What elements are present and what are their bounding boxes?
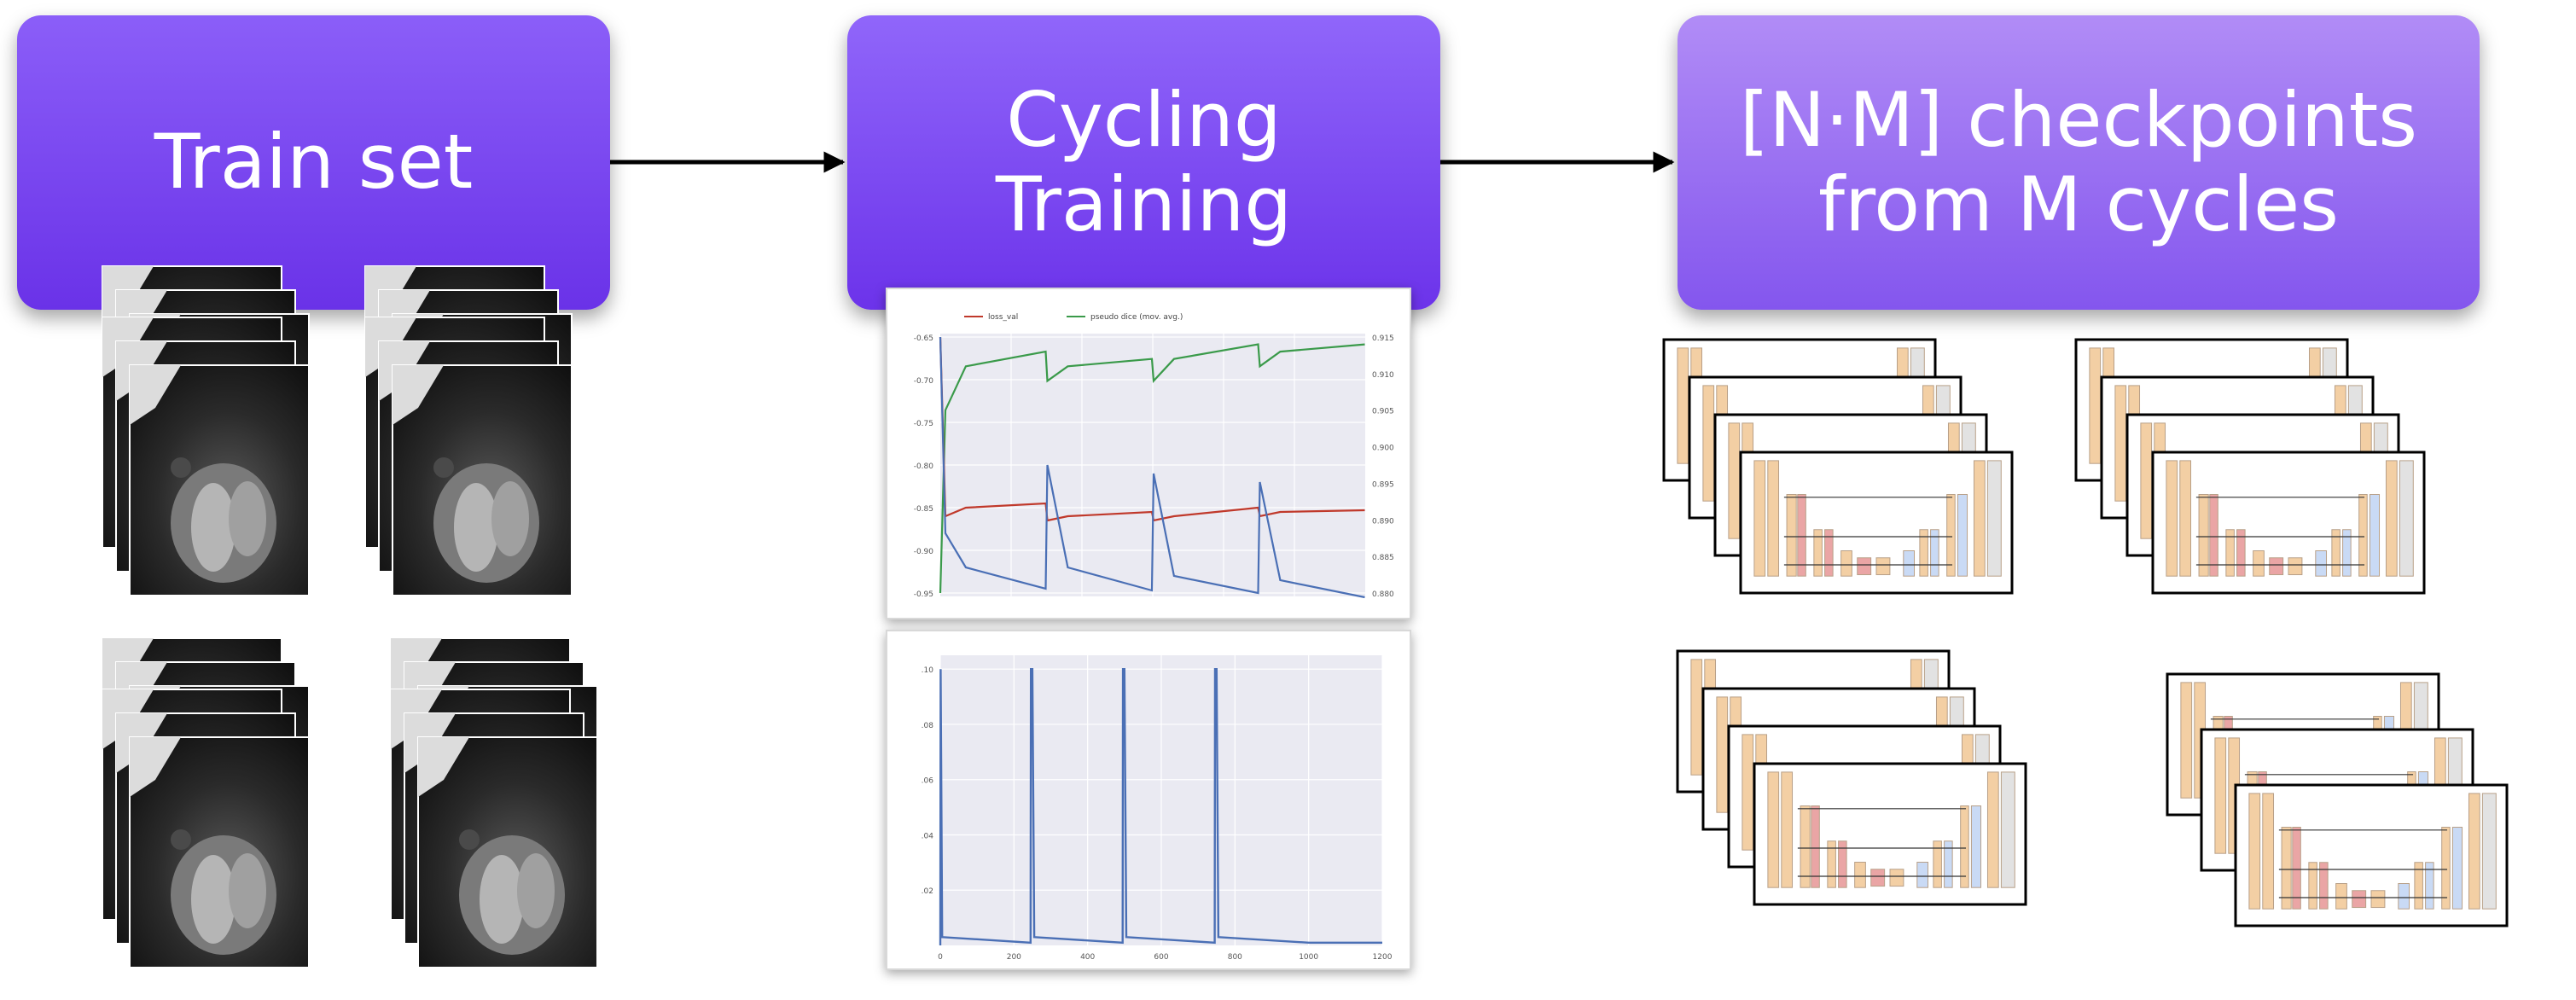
checkpoint-stack (1662, 338, 2014, 595)
left-tick-label: -0.90 (914, 548, 934, 556)
x-tick-label: 600 (1154, 953, 1168, 962)
y-tick-label: .06 (922, 777, 934, 786)
cycling-training-box: Cycling Training (847, 15, 1440, 310)
right-tick-label: 0.885 (1372, 554, 1394, 562)
x-tick-label: 800 (1228, 953, 1242, 962)
unet-architecture-icon (2234, 783, 2509, 927)
unet-architecture-icon (1739, 451, 2014, 595)
y-tick-label: .02 (922, 887, 933, 896)
left-tick-label: -0.85 (914, 505, 933, 514)
left-tick-label: -0.95 (914, 590, 933, 599)
learning-rate-chart: .10 .08 .06 .04 .02 0 200 400 600 800 1000 1200 (922, 655, 1393, 962)
right-tick-label: 0.895 (1372, 480, 1394, 489)
y-tick-label: .08 (922, 722, 934, 730)
checkpoints-box: [N·M] checkpoints from M cycles (1678, 15, 2480, 310)
right-tick-label: 0.915 (1372, 334, 1394, 343)
y-tick-label: .10 (922, 666, 934, 675)
series-line (939, 668, 1382, 946)
x-tick-label: 0 (938, 953, 943, 962)
unet-architecture-icon (1753, 762, 2027, 906)
left-tick-label: -0.70 (914, 377, 934, 386)
left-tick-label: -0.80 (914, 462, 934, 471)
right-tick-label: 0.900 (1372, 445, 1394, 453)
left-tick-label: -0.65 (914, 334, 933, 343)
x-tick-label: 1000 (1299, 953, 1318, 962)
left-tick-label: -0.75 (914, 420, 933, 428)
train-set-label: Train set (154, 118, 474, 206)
x-tick-label: 1200 (1373, 953, 1393, 962)
training-curves-card: -0.65 -0.70 -0.75 -0.80 -0.85 -0.90 -0.95 0.915… (886, 288, 1411, 619)
checkpoint-stack (1676, 649, 2027, 906)
train-set-box: Train set (17, 15, 610, 310)
legend-label: loss_val (988, 313, 1018, 322)
learning-rate-card: .10 .08 .06 .04 .02 0 200 400 600 800 1000 1200 (886, 630, 1411, 970)
checkpoints-label: [N·M] checkpoints from M cycles (1739, 75, 2418, 248)
right-tick-label: 0.910 (1372, 371, 1394, 380)
right-tick-label: 0.890 (1372, 517, 1394, 526)
checkpoint-stack (2166, 672, 2509, 927)
y-tick-label: .04 (922, 832, 934, 840)
series-line (939, 343, 1365, 594)
legend-label: pseudo dice (mov. avg.) (1090, 313, 1183, 322)
right-tick-label: 0.880 (1372, 590, 1394, 599)
unet-architecture-icon (2151, 451, 2426, 595)
x-tick-label: 200 (1007, 953, 1021, 962)
checkpoint-stack (2074, 338, 2426, 595)
training-curves-chart: -0.65 -0.70 -0.75 -0.80 -0.85 -0.90 -0.95 0.915… (914, 313, 1394, 599)
x-tick-label: 400 (1080, 953, 1095, 962)
right-tick-label: 0.905 (1372, 408, 1394, 416)
cycling-training-label: Cycling Training (995, 75, 1293, 248)
